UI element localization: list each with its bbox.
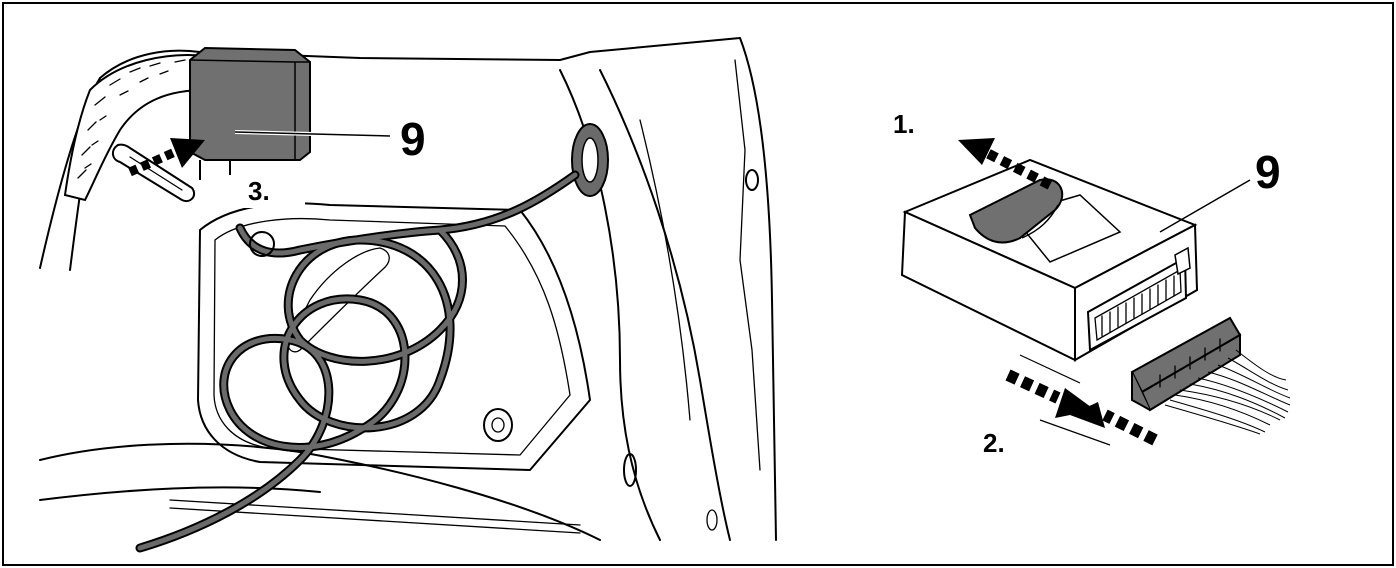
leader-line-right (1159, 179, 1251, 233)
insertion-arrow (128, 138, 205, 177)
control-unit-detail (900, 158, 1199, 362)
step-label-2: 2. (983, 428, 1005, 458)
connector-plug (1130, 316, 1242, 412)
control-unit-installed (189, 46, 311, 180)
plug-wires (1164, 349, 1291, 435)
connect-arrows (1005, 354, 1158, 446)
trunk-panel-illustration (39, 37, 777, 541)
step-label-3-text: 3. (248, 176, 270, 206)
step-label-1: 1. (893, 109, 915, 139)
peel-arrow (958, 138, 1053, 190)
part-number-right: 9 (1255, 146, 1281, 198)
part-number-left: 9 (400, 113, 426, 165)
